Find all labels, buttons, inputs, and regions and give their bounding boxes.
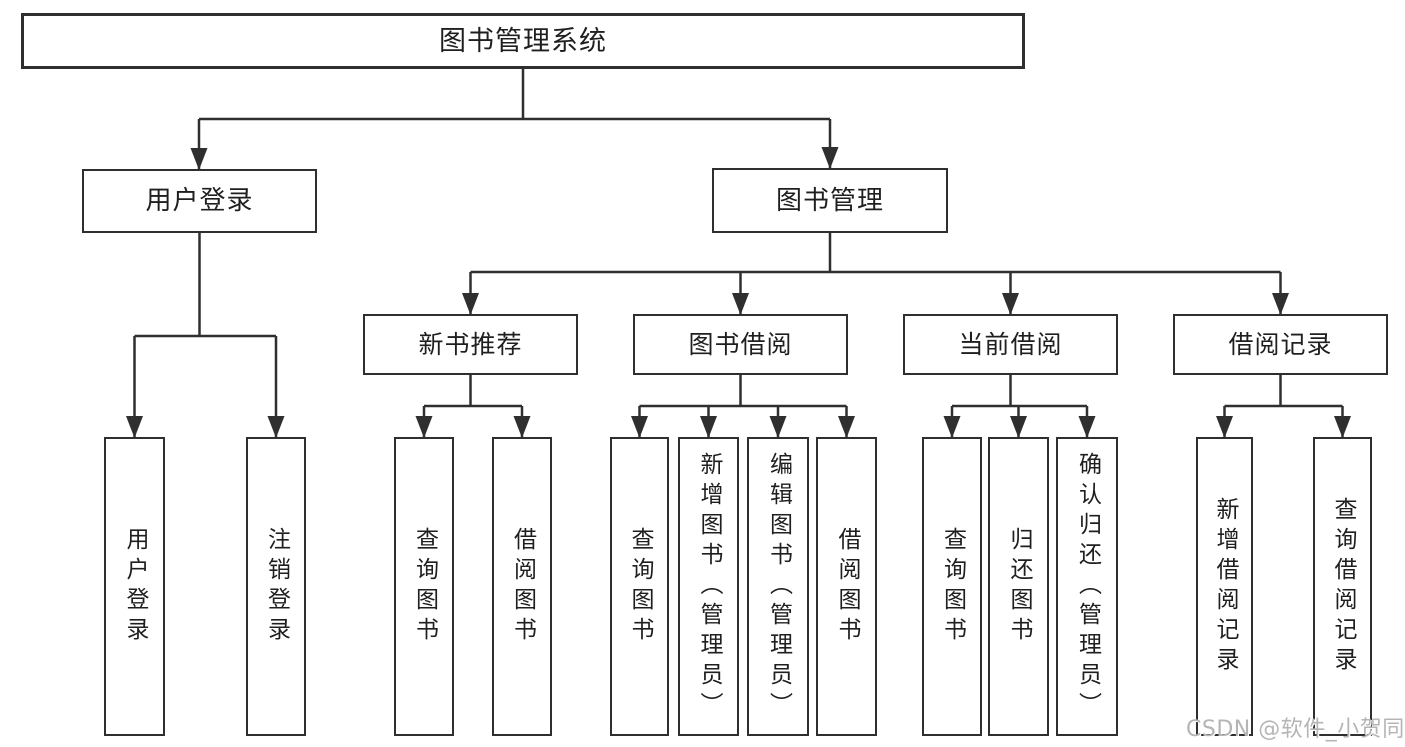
node-new-book-recommendation: 新书推荐 [363,314,578,375]
node-book-management: 图书管理 [712,168,948,233]
leaf-cb-confirm-return-admin: 确认归还（管理员） [1056,437,1118,736]
leaf-cb-return-books: 归还图书 [988,437,1049,736]
node-current-borrowing: 当前借阅 [903,314,1118,375]
leaf-nb-borrow-books: 借阅图书 [492,437,552,736]
node-book-borrowing: 图书借阅 [633,314,848,375]
leaf-br-add-record: 新增借阅记录 [1196,437,1253,736]
node-user-login: 用户登录 [82,169,317,233]
leaf-bb-query-books: 查询图书 [610,437,669,736]
leaf-logout: 注销登录 [246,437,306,736]
leaf-nb-query-books: 查询图书 [394,437,454,736]
leaf-bb-edit-books-admin: 编辑图书（管理员） [747,437,809,736]
node-library-management-system: 图书管理系统 [21,13,1025,69]
leaf-cb-query-books: 查询图书 [922,437,982,736]
node-borrowing-records: 借阅记录 [1173,314,1388,375]
leaf-br-query-record: 查询借阅记录 [1313,437,1372,736]
leaf-bb-borrow-books: 借阅图书 [816,437,877,736]
leaf-user-login: 用户登录 [104,437,165,736]
watermark: CSDN @软件_小贺同学 [1186,717,1405,742]
leaf-bb-add-books-admin: 新增图书（管理员） [678,437,739,736]
